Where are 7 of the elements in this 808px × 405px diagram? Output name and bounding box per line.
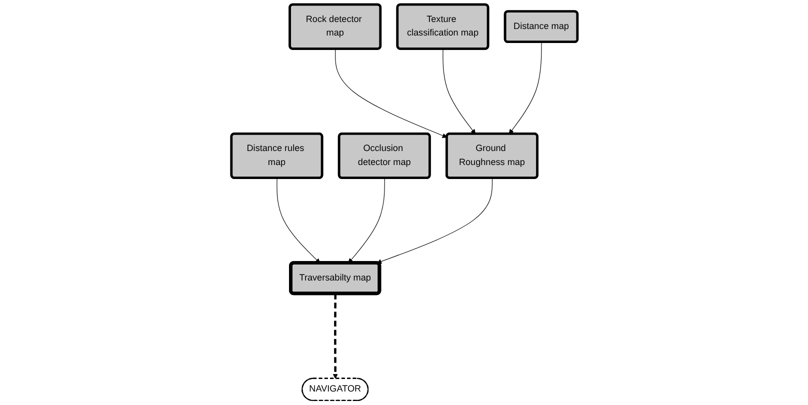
arrow <box>442 48 476 134</box>
arrow <box>508 42 542 134</box>
arrow <box>334 48 447 138</box>
arrow <box>332 294 338 379</box>
arrow <box>376 178 492 264</box>
arrow <box>276 178 320 264</box>
arrow <box>348 178 384 264</box>
